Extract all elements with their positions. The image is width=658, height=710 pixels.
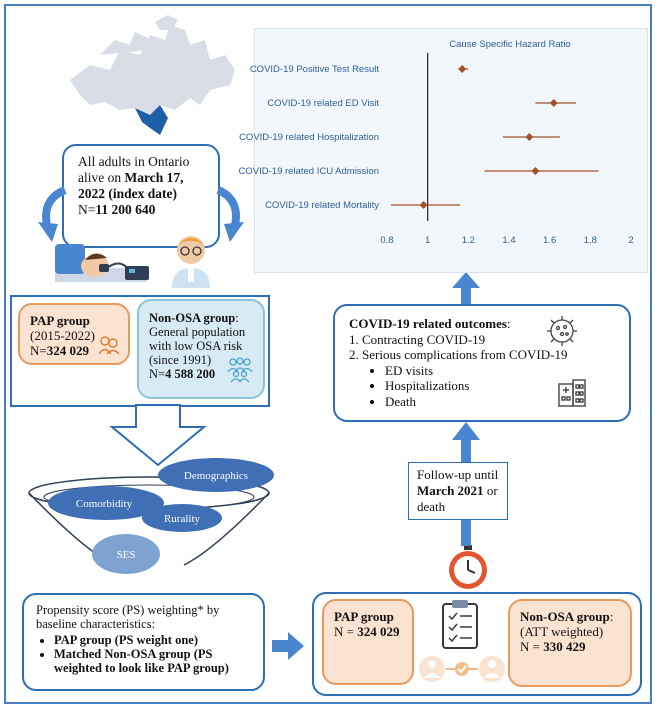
down-hollow-arrow	[109, 404, 207, 467]
person-icon	[172, 236, 210, 288]
row-label: COVID-19 related Mortality	[265, 200, 379, 211]
ontario-population-box: All adults in Ontario alive on March 17,…	[62, 144, 220, 248]
cpap-patient-icon	[55, 244, 149, 282]
pap-n-value-bottom: 324 029	[357, 624, 400, 639]
followup-line3: or death	[417, 483, 498, 514]
pap-group-box-top: PAP group (2015-2022) N=324 029	[18, 303, 130, 365]
non-osa-n-prefix-bottom: N =	[520, 639, 544, 654]
ps-weighting-box: Propensity score (PS) weighting* by base…	[22, 593, 265, 691]
covid-outcomes-box: COVID-19 related outcomes: 1. Contractin…	[333, 304, 631, 422]
ellipse-ses	[92, 534, 160, 574]
ontario-n-value: 11 200 640	[95, 202, 156, 217]
x-tick-label: 1.6	[543, 235, 556, 246]
index-date: March 17, 2022 (index date)	[78, 170, 184, 201]
x-tick-label: 1.4	[502, 235, 515, 246]
non-osa-title-bottom: Non-OSA group	[520, 609, 610, 624]
row-label: COVID-19 related Hospitalization	[239, 132, 379, 143]
label-comorbidity: Comorbidity	[76, 498, 133, 510]
right-arrow	[272, 632, 304, 660]
split-arrows	[38, 186, 244, 242]
crowd-icon	[227, 357, 253, 383]
label-rurality: Rurality	[164, 513, 201, 525]
non-osa-n-prefix-top: N=	[149, 367, 166, 381]
label-demographics: Demographics	[184, 470, 248, 482]
x-tick-label: 1	[425, 235, 430, 246]
hospital-icon	[558, 379, 586, 407]
outcome-item-1: 1. Contracting COVID-19	[349, 331, 486, 347]
followup-line1: Follow-up until	[417, 467, 499, 482]
sub-item-ed: ED visits	[385, 363, 623, 379]
row-label: COVID-19 related ED Visit	[267, 98, 379, 109]
group-people-icon	[98, 336, 120, 355]
non-osa-n-value-top: 4 588 200	[165, 367, 216, 381]
chart-title: Cause Specific Hazard Ratio	[449, 39, 570, 50]
figure-frame	[4, 4, 652, 704]
hr-point	[525, 133, 534, 141]
row-label: COVID-19 related ICU Admission	[239, 166, 379, 177]
up-arrow-upper	[452, 272, 480, 304]
non-osa-group-box-top: Non-OSA group: General population with l…	[137, 299, 265, 399]
non-osa-suffix: : (ATT weighted)	[520, 609, 614, 639]
covariate-funnel: Demographics Comorbidity Rurality SES	[28, 458, 274, 574]
ps-intro: Propensity score (PS) weighting* by base…	[36, 603, 220, 631]
non-osa-desc: : General population with low OSA risk (…	[149, 311, 246, 367]
hazard-ratio-chart: Cause Specific Hazard Ratio COVID-19 Pos…	[239, 28, 648, 273]
outcomes-title-suffix: :	[506, 316, 511, 331]
row-label: COVID-19 Positive Test Result	[250, 64, 380, 75]
sub-item-hosp: Hospitalizations	[385, 378, 623, 394]
ellipse-demographics	[158, 458, 274, 492]
canada-map-icon	[70, 15, 235, 135]
followup-box: Follow-up until March 2021 or death	[408, 462, 508, 520]
hr-point	[458, 65, 467, 73]
pap-group-title-bottom: PAP group	[334, 609, 394, 624]
x-tick-label: 2	[628, 235, 633, 246]
hr-point	[531, 167, 540, 175]
pap-n-value-top: 324 029	[46, 343, 89, 358]
followup-date: March 2021	[417, 483, 484, 498]
clipboard-checklist-icon	[442, 600, 478, 649]
ellipse-rurality	[142, 504, 222, 532]
outcomes-title: COVID-19 related outcomes	[349, 316, 507, 331]
ontario-n-prefix: N=	[78, 202, 96, 217]
pap-group-box-bottom: PAP group N = 324 029	[322, 599, 414, 685]
label-ses: SES	[117, 549, 136, 561]
pap-group-years: (2015-2022)	[30, 328, 95, 343]
x-tick-label: 1.2	[462, 235, 475, 246]
pap-n-prefix-top: N=	[30, 343, 47, 358]
non-osa-n-value-bottom: 330 429	[543, 639, 586, 654]
clock-icon	[449, 545, 487, 589]
pap-n-prefix-bottom: N =	[334, 624, 358, 639]
virus-icon	[547, 316, 577, 346]
non-osa-group-box-bottom: Non-OSA group: (ATT weighted) N = 330 42…	[508, 599, 632, 687]
hr-point	[549, 99, 558, 107]
outcome-item-2: 2. Serious complications from COVID-19	[349, 347, 568, 362]
ps-bullet-nonosa: Matched Non-OSA group (PS weighted to lo…	[54, 647, 229, 675]
pap-group-title-top: PAP group	[30, 313, 90, 328]
ontario-line1: All adults in Ontario	[78, 154, 190, 169]
x-tick-label: 0.8	[380, 235, 393, 246]
matched-people-icon	[419, 656, 505, 682]
hr-point	[419, 201, 428, 209]
ps-bullet-pap: PAP group (PS weight one)	[54, 633, 198, 647]
ellipse-comorbidity	[48, 486, 164, 520]
forest-plot-svg: Cause Specific Hazard Ratio COVID-19 Pos…	[239, 39, 634, 246]
non-osa-title-top: Non-OSA group	[149, 311, 236, 325]
x-tick-label: 1.8	[584, 235, 597, 246]
ontario-line2: alive on	[78, 170, 125, 185]
sub-item-death: Death	[385, 394, 623, 410]
